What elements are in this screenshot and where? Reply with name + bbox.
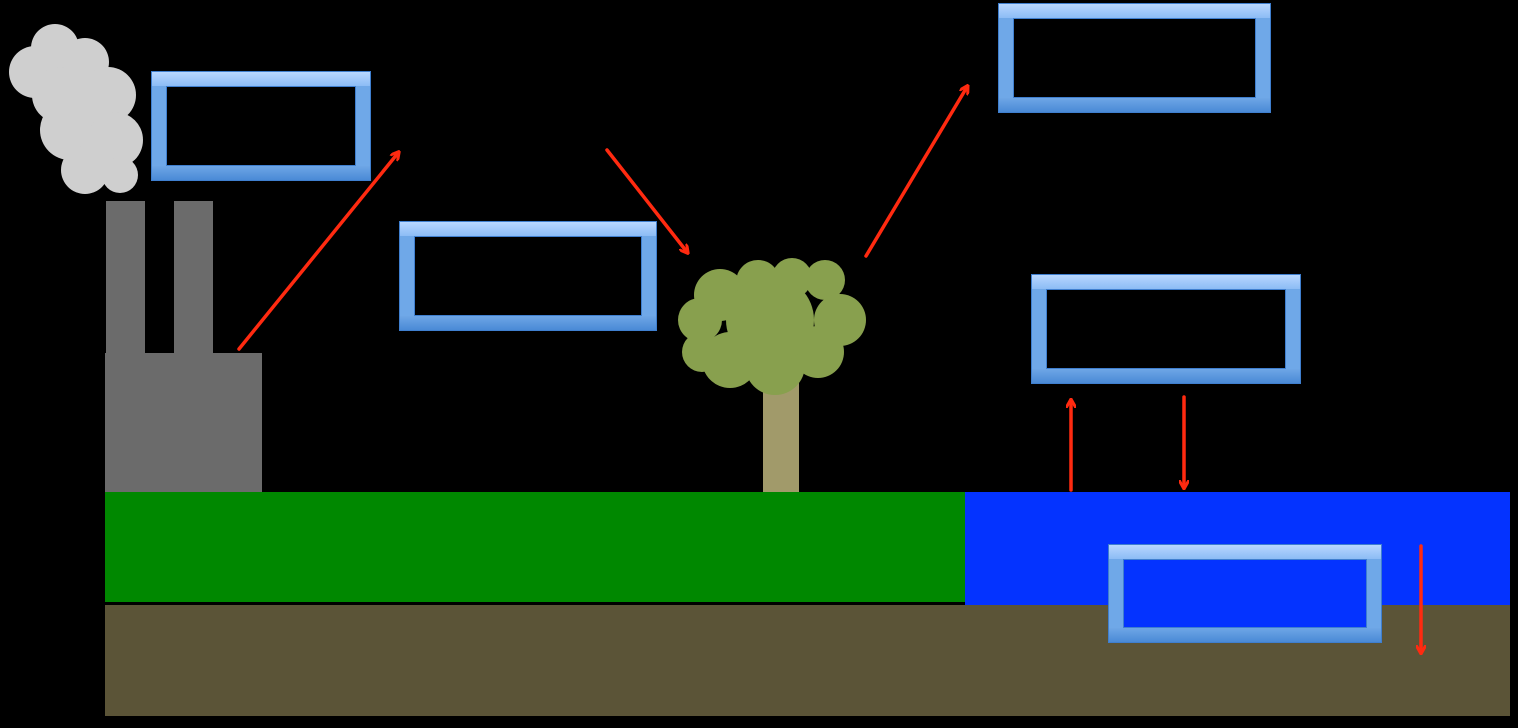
label-box-ocean-exchange bbox=[1032, 275, 1300, 383]
label-box-text bbox=[414, 236, 642, 316]
label-box-atmosphere bbox=[999, 4, 1270, 112]
label-box-text bbox=[1046, 289, 1286, 369]
label-box-factory-emission bbox=[152, 72, 370, 180]
smoke-icon bbox=[9, 24, 143, 194]
label-box-text bbox=[1013, 18, 1256, 98]
factory-icon bbox=[105, 201, 262, 492]
grass-layer bbox=[105, 492, 965, 602]
arrow-air-to-tree bbox=[605, 148, 687, 252]
arrow-factory-to-air bbox=[237, 153, 398, 351]
arrow-tree-to-atmosphere bbox=[864, 87, 967, 258]
label-box-photosynthesis bbox=[400, 222, 656, 330]
label-box-sediment bbox=[1109, 545, 1381, 642]
label-box-text bbox=[166, 86, 356, 166]
label-box-text bbox=[1123, 559, 1367, 628]
tree-icon bbox=[678, 258, 866, 492]
